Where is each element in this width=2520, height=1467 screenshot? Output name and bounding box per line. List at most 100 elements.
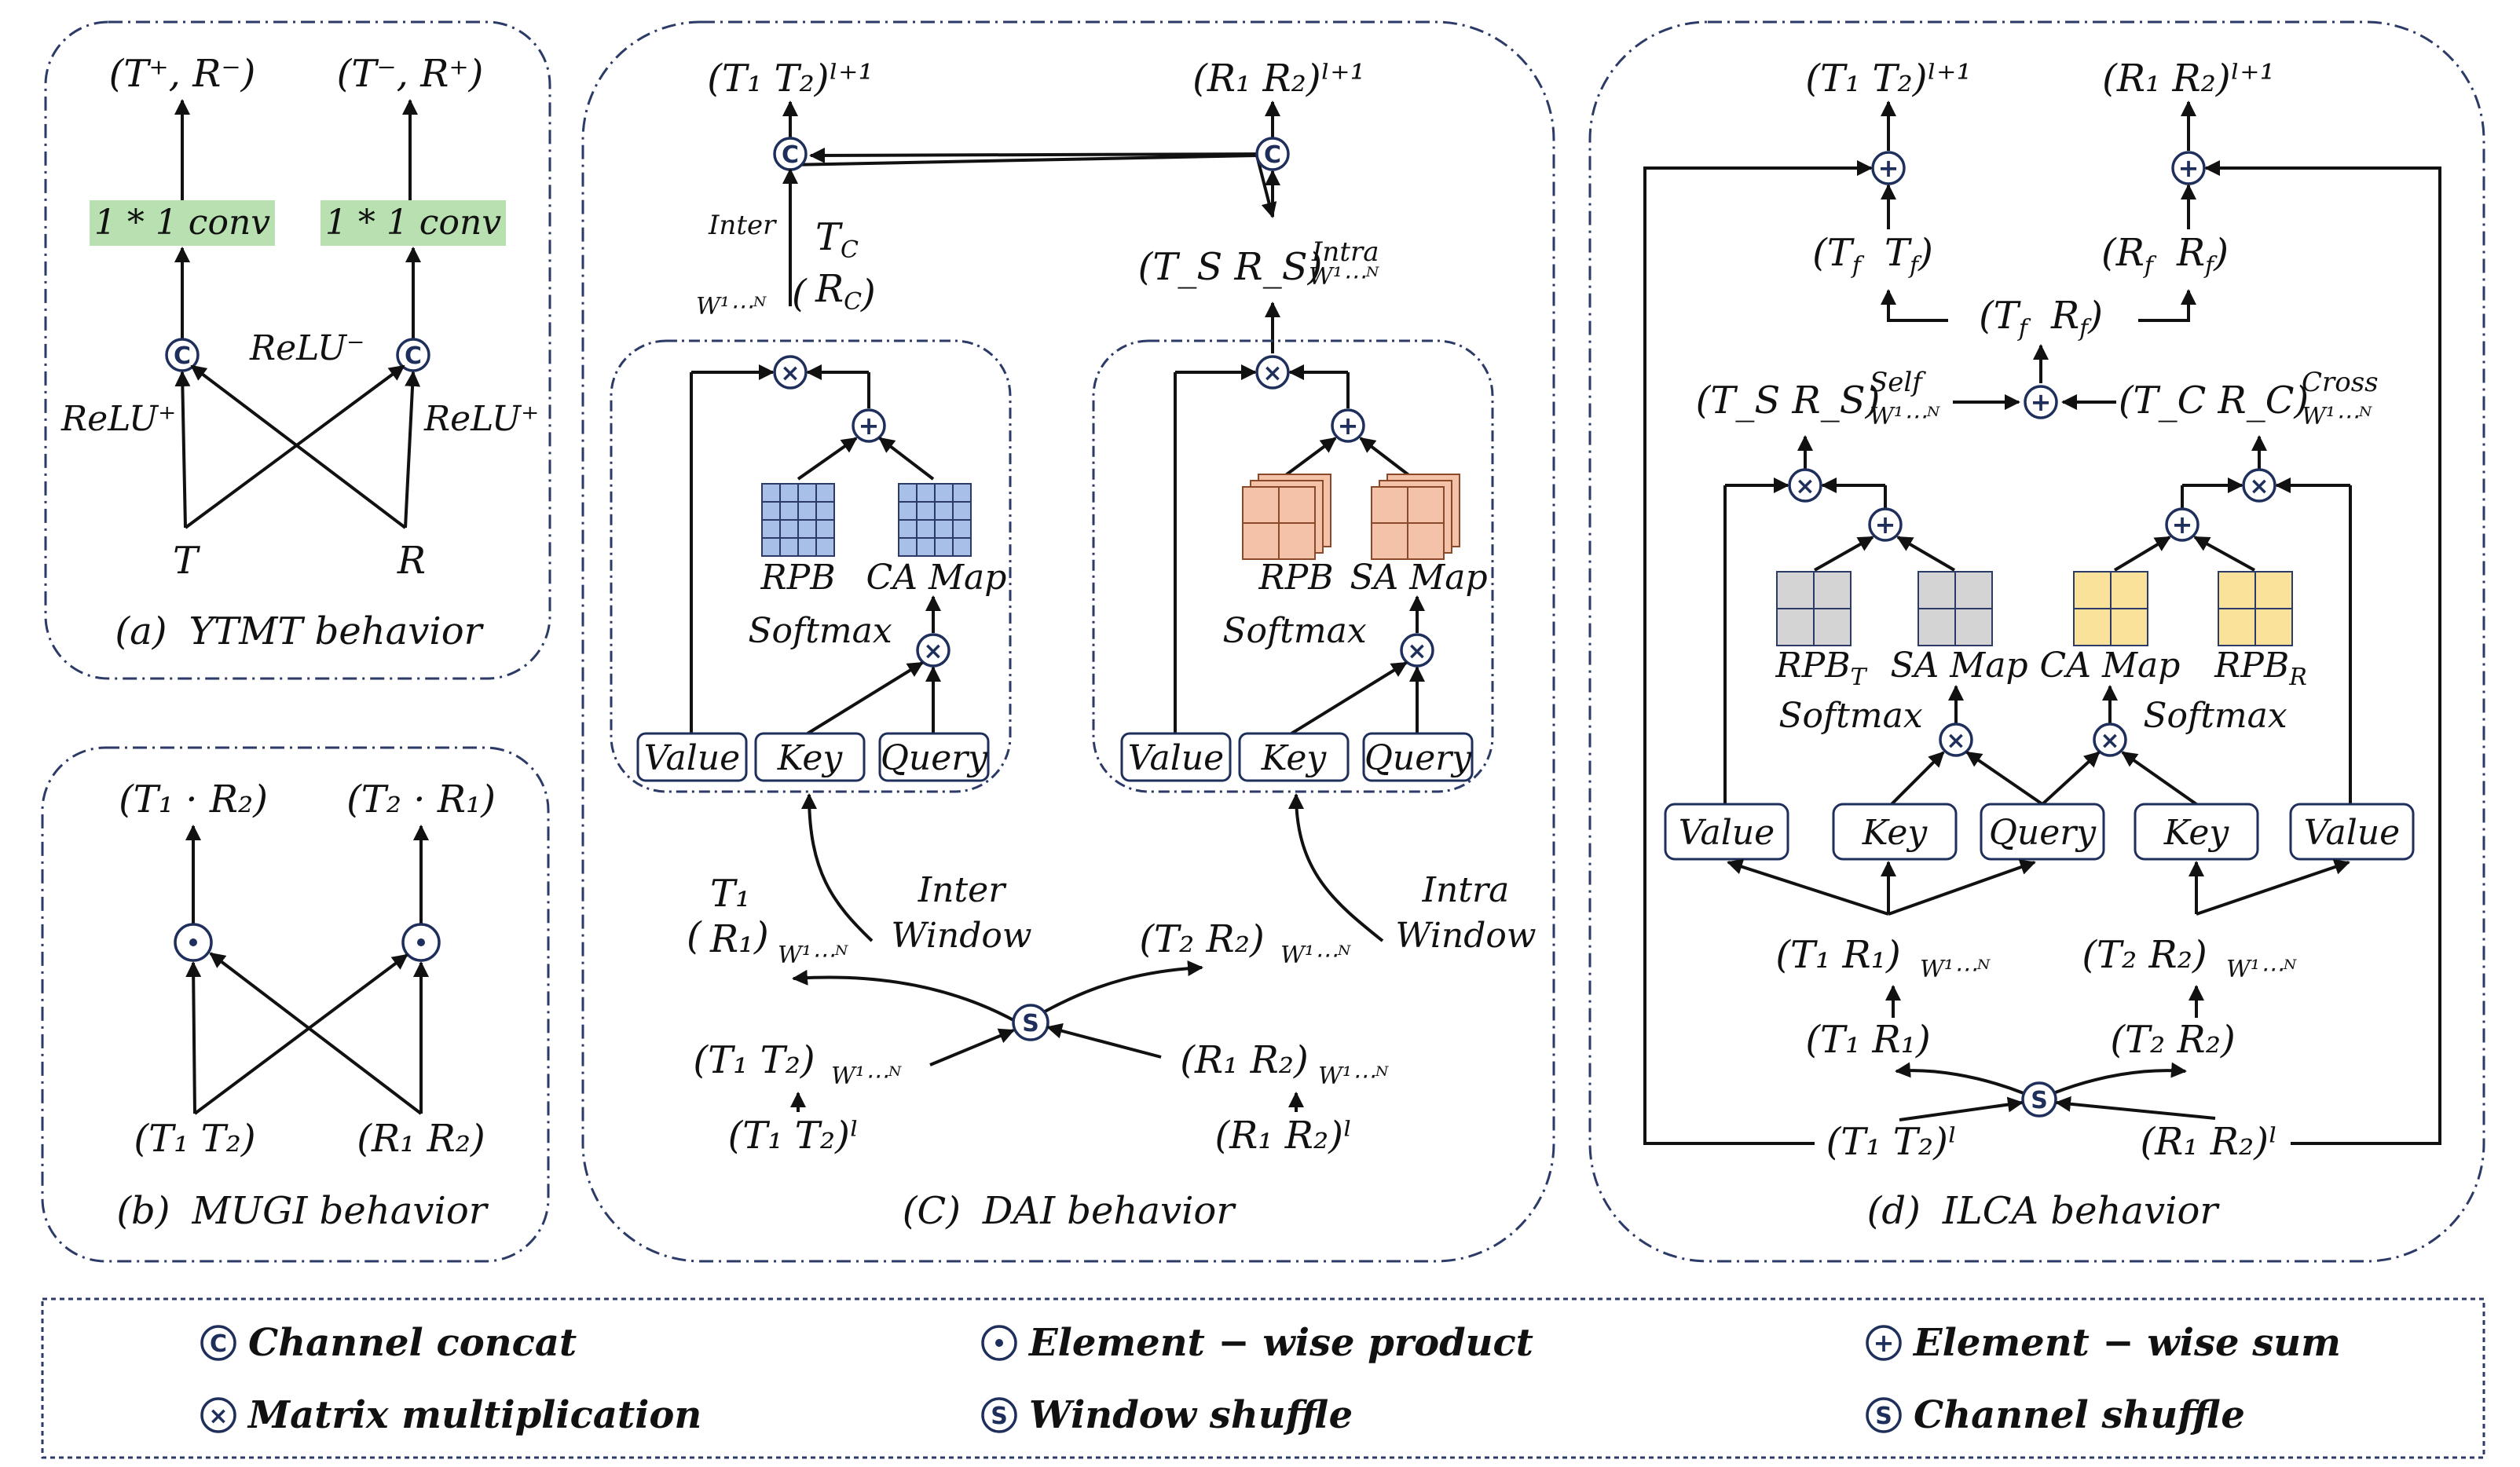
c-value-box-left (636, 732, 748, 782)
b-caption: (b)MUGI behavior (116, 1189, 489, 1233)
d-window-sub-t1r1: W¹⋯ᴺ (1920, 956, 1991, 983)
c-sa-map: SA Map (1350, 558, 1487, 598)
d-window-sub-self: W¹⋯ᴺ (1870, 403, 1941, 430)
matmul-icon: × (773, 355, 808, 390)
svg-text:×: × (923, 638, 943, 665)
d-key-right: Key (2163, 813, 2230, 853)
c-ts-rs: (T_S R_S) (1138, 245, 1323, 289)
element-product-icon (401, 923, 441, 962)
c-query-right: Query (1364, 738, 1472, 778)
b-input-right: (R₁ R₂) (357, 1117, 485, 1161)
c-key-box-right (1238, 732, 1350, 782)
c-r1: R₁ (709, 917, 753, 961)
d-window-sub-t2r2: W¹⋯ᴺ (2226, 956, 2298, 983)
d-cross-sup: Cross (2302, 367, 2379, 398)
concat-icon: C (1255, 137, 1290, 171)
d-output-left: (T₁ T₂)ˡ⁺¹ (1805, 57, 1971, 101)
svg-text:C: C (782, 141, 799, 169)
panel-b: (T₁ · R₂) (T₂ · R₁) (T₁ T₂) (R₁ R₂) (b)M… (41, 746, 550, 1263)
rpb-grid-blue (761, 483, 835, 557)
ca-map-grid-yellow (2073, 571, 2148, 646)
a-input-t: T (173, 539, 200, 583)
rpb-r-grid-yellow (2218, 571, 2293, 646)
d-value-right: Value (2304, 813, 2400, 853)
svg-text:×: × (2249, 473, 2269, 500)
c-window-sub-r: W¹⋯ᴺ (1318, 1063, 1390, 1090)
svg-text:×: × (1795, 473, 1815, 500)
d-key-left: Key (1862, 813, 1928, 853)
legend: C Channel concat Element − wise product … (41, 1297, 2485, 1459)
svg-text:C: C (210, 1330, 227, 1358)
c-output-right: (R₁ R₂)ˡ⁺¹ (1192, 57, 1365, 101)
a-conv-left: 1 * 1 conv (94, 203, 270, 243)
c-key-right: Key (1261, 738, 1328, 778)
svg-text:+: + (2178, 153, 2200, 183)
c-tc-rc-bracket-close: ) (860, 272, 876, 316)
matmul-icon: × (2242, 468, 2276, 503)
sa-map-grid-gray (1917, 571, 1993, 646)
legend-border (41, 1297, 2485, 1459)
d-value-left: Value (1679, 813, 1775, 853)
ca-map-grid-blue (898, 483, 972, 557)
svg-text:×: × (780, 360, 800, 387)
c-value-left: Value (644, 738, 740, 778)
element-sum-icon: + (2165, 507, 2200, 542)
c-caption: (C)DAI behavior (903, 1189, 1237, 1233)
legend-label: Channel shuffle (1914, 1393, 2245, 1437)
svg-text:S: S (1875, 1403, 1892, 1430)
svg-text:×: × (1407, 638, 1427, 665)
c-query-box-right (1362, 732, 1474, 782)
c-t1r1-bracket-close: ) (753, 914, 769, 958)
svg-text:S: S (2031, 1087, 2048, 1114)
c-inter-label: Inter (708, 210, 777, 241)
c-intra-attention-box (1092, 339, 1494, 793)
rpb-stack-salmon (1242, 474, 1331, 560)
d-residual-left (1643, 160, 1873, 1145)
d-value-box-left (1664, 803, 1789, 861)
legend-item-matrix-multiplication: × Matrix multiplication (200, 1393, 701, 1437)
c-t1t2-w: (T₁ T₂) (693, 1038, 815, 1082)
d-self-term: (T_S R_S) (1696, 379, 1881, 423)
d-t1r1: (T₁ R₁) (1805, 1018, 1930, 1062)
c-intra-label: Intra (1311, 236, 1379, 268)
a-input-r: R (397, 539, 426, 583)
d-query: Query (1989, 813, 2097, 853)
d-rpb-r: RPBR (2214, 646, 2307, 691)
element-sum-icon: + (2171, 151, 2206, 185)
c-softmax-left: Softmax (748, 611, 892, 651)
d-self-sup: Self (1870, 367, 1926, 398)
c-key-left: Key (777, 738, 844, 778)
c-intra-window-1: Intra (1422, 870, 1510, 910)
c-window-sub-col: W¹⋯ᴺ (778, 942, 849, 969)
c-value-right: Value (1128, 738, 1224, 778)
element-sum-icon: + (2024, 385, 2058, 419)
legend-item-element-product: Element − wise product (981, 1321, 1533, 1365)
c-key-box-left (754, 732, 866, 782)
channel-shuffle-icon: S (2021, 1081, 2057, 1118)
sa-map-stack-salmon (1371, 474, 1460, 560)
c-t1t2-l: (T₁ T₂)ˡ (728, 1114, 859, 1158)
c-inter-window-1: Inter (918, 870, 1007, 910)
c-r1r2-w: (R₁ R₂) (1180, 1038, 1308, 1082)
svg-text:+: + (2031, 387, 2052, 417)
b-output-left: (T₁ · R₂) (119, 777, 268, 821)
svg-text:+: + (1874, 1328, 1895, 1358)
c-tc-rc-bracket: ( (792, 272, 808, 316)
element-sum-icon: + (1331, 408, 1365, 443)
svg-text:+: + (2172, 510, 2193, 540)
c-output-left: (T₁ T₂)ˡ⁺¹ (707, 57, 873, 101)
matmul-icon: × (1400, 633, 1434, 668)
d-key-box-left (1832, 803, 1958, 861)
matmul-icon: × (1255, 355, 1290, 390)
c-r1r2-l: (R₁ R₂)ˡ (1214, 1114, 1352, 1158)
d-value-box-right (2289, 803, 2415, 861)
c-inter-attention-box (610, 339, 1012, 793)
element-sum-icon: + (1871, 151, 1906, 185)
c-t1: T₁ (710, 872, 750, 916)
d-window-sub-cross: W¹⋯ᴺ (2302, 403, 2373, 430)
svg-text:C: C (405, 342, 422, 370)
matmul-icon: × (2093, 723, 2127, 757)
c-window-sub-t: W¹⋯ᴺ (831, 1063, 903, 1090)
window-shuffle-icon: S (1012, 1004, 1049, 1041)
